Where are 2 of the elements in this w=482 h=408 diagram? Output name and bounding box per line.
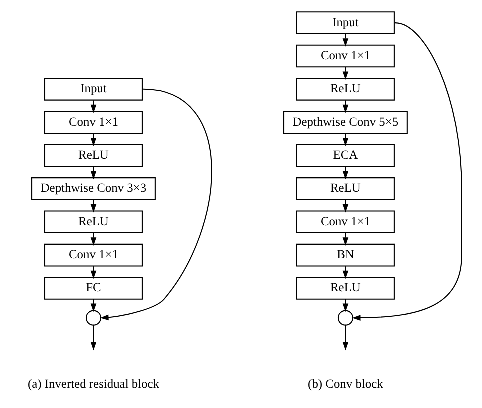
label: (b) Conv block: [308, 377, 383, 392]
label: (a) Inverted residual block: [27, 377, 160, 392]
